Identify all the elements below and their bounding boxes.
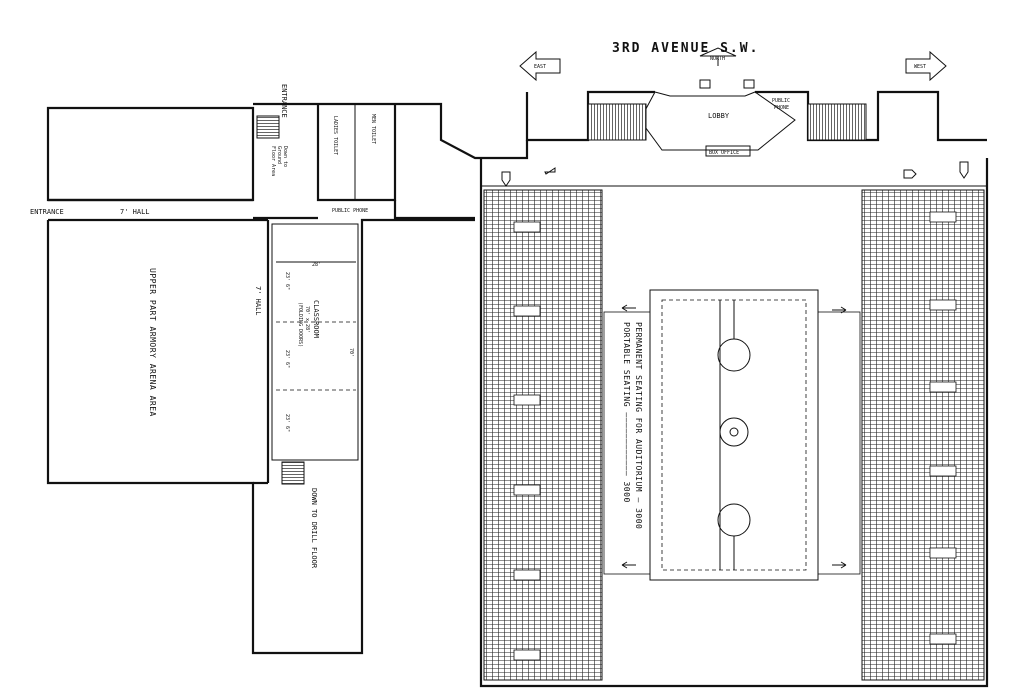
street-label: 3RD AVENUE S.W.: [612, 41, 759, 56]
ladies-toilet-label: LADIES TOILET: [332, 116, 338, 155]
classroom-dim-c: 23' 6": [284, 414, 290, 432]
down-to-ground-3: Floor Area: [270, 146, 276, 176]
classroom-note: (FOLDING DOORS): [297, 302, 303, 347]
public-phone-right-2: PHONE: [774, 105, 789, 111]
classroom-dim-width: 28': [312, 262, 321, 268]
hall-horizontal-label: 7' HALL: [120, 208, 150, 216]
entrance-top-label: ENTRANCE: [280, 84, 288, 118]
armory-area-label: UPPER PART ARMORY ARENA AREA: [148, 268, 157, 417]
portable-seating-label: PORTABLE SEATING ———————————— 3000: [622, 322, 631, 503]
classroom-title: CLASSROOM: [312, 300, 320, 338]
men-toilet-label: MEN TOILET: [370, 114, 376, 144]
classroom-size: 70' x 28': [304, 306, 310, 333]
classroom-dim-b: 23' 6": [284, 350, 290, 368]
lobby-label: LOBBY: [708, 112, 730, 120]
classroom-dim-length: 70': [348, 348, 354, 357]
entrance-left-label: ENTRANCE: [30, 208, 64, 216]
public-phone-right-1: PUBLIC: [772, 98, 790, 104]
north-label: NORTH: [710, 56, 725, 62]
hall-vertical-label: 7' HALL: [254, 286, 262, 316]
auditorium: [479, 90, 989, 688]
direction-arrows: [501, 47, 969, 569]
left-wing: [46, 102, 481, 655]
permanent-seating-label: PERMANENT SEATING FOR AUDITORIUM — 3000: [634, 322, 643, 529]
classroom-dim-a: 23' 6": [284, 272, 290, 290]
west-label: WEST: [914, 64, 926, 70]
down-to-ground-2: Ground: [276, 146, 282, 164]
public-phone-left-label: PUBLIC PHONE: [332, 208, 368, 214]
box-office-label: BOX OFFICE: [709, 150, 739, 156]
down-to-ground-1: Down to: [282, 146, 288, 167]
east-label: EAST: [534, 64, 546, 70]
down-to-drill-label: DOWN TO DRILL FLOOR: [310, 488, 318, 569]
